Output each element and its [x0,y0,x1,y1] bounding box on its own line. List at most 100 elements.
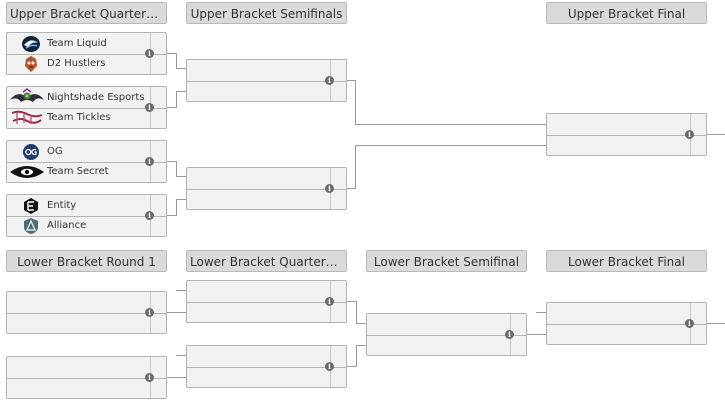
bracket-connector [176,176,186,177]
match-info-icon[interactable]: i [145,49,154,58]
match-divider [187,366,346,368]
team-secret-logo [9,162,45,182]
match-info-icon[interactable]: i [325,297,334,306]
round-header-lb-semifinal: Lower Bracket Semifinal [366,250,527,272]
match-info-icon[interactable]: i [145,308,154,317]
match-info-icon[interactable]: i [145,103,154,112]
entity-logo [17,196,45,216]
lb-qf-match-1[interactable]: i [186,280,347,323]
lb-final-match[interactable]: i [546,302,707,345]
bracket-connector [176,91,177,108]
match-info-icon[interactable]: i [325,184,334,193]
match-divider [187,188,346,190]
bracket-connector [176,199,177,216]
team-name: OG [47,146,63,157]
bracket-connector [355,80,356,124]
team-slot[interactable]: Team Tickles [7,107,148,128]
team-name: Alliance [47,220,87,231]
round-header-ub-final: Upper Bracket Final [546,2,707,24]
team-name: Team Secret [47,166,109,177]
team-name: Team Tickles [47,112,111,123]
team-slot[interactable]: D2 Hustlers [7,53,148,74]
bracket-connector [167,377,186,378]
match-divider [187,301,346,303]
bracket-connector [167,107,177,108]
bracket-connector [356,301,357,323]
team-slot[interactable]: Alliance [7,215,148,236]
match-info-icon[interactable]: i [685,130,694,139]
round-header-ub-quarterfinals: Upper Bracket Quarterfin... [6,2,167,24]
match-divider [7,215,166,217]
bracket-connector [176,199,186,200]
team-name: D2 Hustlers [47,58,106,69]
lb-sf-match[interactable]: i [366,313,527,356]
ub-qf-match-4[interactable]: Entity Alliance i [6,194,167,237]
team-slot[interactable]: OG [7,141,148,162]
round-header-lb-final: Lower Bracket Final [546,250,707,272]
team-slot[interactable]: Nightshade Esports [7,87,148,108]
bracket-connector [707,134,725,135]
bracket-connector [176,290,186,291]
bracket-connector [536,312,546,313]
match-divider [547,323,706,325]
alliance-logo [17,216,45,236]
match-info-icon[interactable]: i [145,157,154,166]
bracket-connector [347,80,356,81]
ub-qf-match-3[interactable]: OG Team Secret i [6,140,167,183]
team-slot[interactable]: Team Liquid [7,33,148,54]
team-slot[interactable]: Entity [7,195,148,216]
bracket-connector [167,161,177,162]
round-header-ub-semifinals: Upper Bracket Semifinals [186,2,347,24]
ub-final-match[interactable]: i [546,113,707,156]
match-info-icon[interactable]: i [685,319,694,328]
match-divider [7,312,166,314]
team-name: Team Liquid [47,38,107,49]
d2-hustlers-logo [17,54,45,74]
round-header-lb-round1: Lower Bracket Round 1 [6,250,167,272]
ub-qf-match-1[interactable]: Team Liquid D2 Hustlers i [6,32,167,75]
bracket-connector [176,68,186,69]
round-header-lb-quarterfinals: Lower Bracket Quarterfin... [186,250,347,272]
bracket-connector [347,301,357,302]
lb-r1-match-1[interactable]: i [6,291,167,334]
og-logo [17,142,45,162]
match-divider [187,80,346,82]
bracket-connector [176,91,186,92]
match-info-icon[interactable]: i [505,330,514,339]
nightshade-logo [9,87,45,108]
match-info-icon[interactable]: i [145,211,154,220]
ub-sf-match-2[interactable]: i [186,167,347,210]
bracket-connector [176,53,177,68]
team-liquid-logo [17,34,45,54]
team-slot[interactable]: Team Secret [7,161,148,182]
team-tickles-logo [9,108,45,128]
bracket-connector [707,323,725,324]
bracket-connector [356,345,357,367]
match-info-icon[interactable]: i [325,76,334,85]
bracket-connector [176,161,177,176]
bracket-connector [355,145,546,146]
team-name: Nightshade Esports [47,92,145,103]
bracket-connector [167,53,177,54]
lb-qf-match-2[interactable]: i [186,345,347,388]
bracket-connector [356,345,366,346]
match-divider [7,107,166,109]
ub-qf-match-2[interactable]: Nightshade Esports Team Tickles i [6,86,167,129]
team-name: Entity [47,200,77,211]
match-info-icon[interactable]: i [325,362,334,371]
match-divider [7,53,166,55]
match-divider [367,334,526,336]
bracket-connector [167,215,177,216]
lb-r1-match-2[interactable]: i [6,356,167,399]
bracket-connector [176,355,186,356]
bracket-connector [167,312,186,313]
bracket-connector [356,323,366,324]
bracket-connector [347,366,357,367]
bracket-connector [527,334,546,335]
match-info-icon[interactable]: i [145,373,154,382]
ub-sf-match-1[interactable]: i [186,59,347,102]
match-divider [7,161,166,163]
match-divider [7,377,166,379]
bracket-connector [355,124,546,125]
match-divider [547,134,706,136]
